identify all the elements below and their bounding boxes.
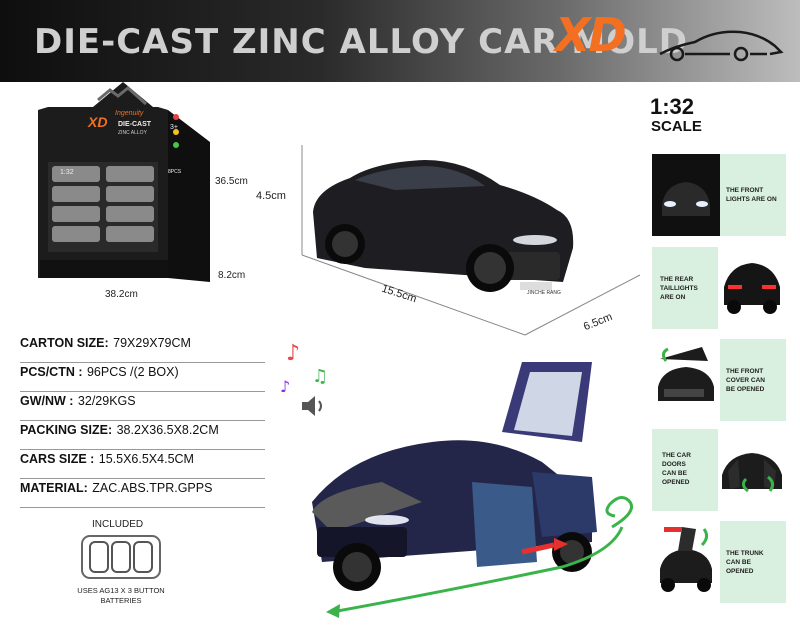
feature-text-line: OPENED [726, 568, 754, 575]
box-scale-label: 1:32 [60, 169, 74, 176]
spec-value: 15.5X6.5X4.5CM [98, 452, 194, 466]
spec-row: GW/NW : 32/29KGS [20, 392, 265, 421]
feature-text: THE FRONT COVER CAN BE OPENED [726, 367, 784, 394]
box-dim-width: 38.2cm [105, 289, 138, 300]
feature-text: THE CAR DOORS CAN BE OPENED [662, 451, 720, 487]
spec-value: ZAC.ABS.TPR.GPPS [92, 481, 213, 495]
feature-text-line: THE TRUNK [726, 550, 764, 557]
feature-text-line: DOORS [662, 461, 686, 468]
feature-panel-rear-taillights: THE REAR TAILLIGHTS ARE ON [652, 247, 786, 329]
spec-value: 96PCS /(2 BOX) [86, 365, 179, 379]
feature-text-line: CAN BE [662, 470, 687, 477]
spec-row: CARS SIZE : 15.5X6.5X4.5CM [20, 450, 265, 479]
feature-text-line: THE REAR [660, 276, 694, 283]
feature-photo [652, 339, 720, 421]
feature-text-line: THE FRONT [726, 368, 764, 375]
box-logo-line1: DIE-CAST [118, 121, 152, 128]
box-age-badge: 3+ [170, 124, 178, 131]
svg-text:♪: ♪ [286, 341, 300, 366]
battery-note-line2: BATTERIES [100, 596, 142, 605]
feature-text-line: OPENED [662, 479, 690, 486]
sound-icon [302, 396, 322, 416]
battery-note-line1: USES AG13 X 3 BUTTON [77, 586, 165, 595]
box-dim-depth: 8.2cm [218, 270, 246, 281]
spec-label: PCS/CTN : [20, 365, 83, 379]
car-plate-text: JINCHE RANG [527, 290, 561, 296]
display-box-illustration [38, 82, 210, 282]
box-brand-logo: XD [88, 114, 108, 130]
feature-text-line: THE FRONT [726, 187, 764, 194]
feature-photo [652, 154, 720, 236]
feature-text-line: THE CAR [662, 452, 691, 459]
box-logo-line2: ZINC ALLOY [118, 130, 147, 136]
svg-text:♫: ♫ [312, 366, 328, 387]
feature-photo [718, 429, 786, 511]
box-tagline: Ingenuity [115, 110, 144, 117]
spec-row: PACKING SIZE: 38.2X36.5X8.2CM [20, 421, 265, 450]
spec-value: 79X29X79CM [113, 336, 191, 350]
feature-text-line: ARE ON [660, 294, 686, 301]
feature-panel-trunk: THE TRUNK CAN BE OPENED [652, 521, 786, 603]
feature-panel-front-lights: THE FRONT LIGHTS ARE ON [652, 154, 786, 236]
feature-text-line: BE OPENED [726, 386, 765, 393]
spec-value: 32/29KGS [77, 394, 136, 408]
spec-label: CARTON SIZE: [20, 336, 109, 350]
feature-panel-front-cover: THE FRONT COVER CAN BE OPENED [652, 339, 786, 421]
feature-text-line: COVER CAN [726, 377, 766, 384]
spec-row: CARTON SIZE: 79X29X79CM [20, 334, 265, 363]
scale-ratio: 1:32 [650, 94, 695, 119]
car-dimension-diagram [301, 145, 641, 336]
feature-photo [652, 521, 720, 603]
feature-panel-car-doors: THE CAR DOORS CAN BE OPENED [652, 429, 786, 511]
battery-note: USES AG13 X 3 BUTTON BATTERIES [71, 586, 171, 606]
feature-text-line: LIGHTS ARE ON [726, 196, 777, 203]
spec-row: MATERIAL: ZAC.ABS.TPR.GPPS [20, 479, 265, 508]
music-note-icon: ♪ ♪ ♫ [280, 341, 328, 396]
battery-included-label: INCLUDED [92, 519, 144, 530]
spec-label: PACKING SIZE: [20, 423, 113, 437]
feature-photo [718, 247, 786, 329]
spec-label: CARS SIZE : [20, 452, 95, 466]
spec-value: 38.2X36.5X8.2CM [116, 423, 219, 437]
spec-label: MATERIAL: [20, 481, 88, 495]
spec-row: PCS/CTN : 96PCS /(2 BOX) [20, 363, 265, 392]
feature-text-line: TAILLIGHTS [660, 285, 698, 292]
car-dim-height: 4.5cm [256, 190, 286, 202]
car-outline-icon [659, 30, 784, 62]
feature-text: THE REAR TAILLIGHTS ARE ON [660, 275, 718, 302]
brand-logo: XD [555, 8, 627, 62]
feature-text: THE FRONT LIGHTS ARE ON [726, 186, 784, 204]
page-title: DIE-CAST ZINC ALLOY CAR MOLD [34, 22, 689, 62]
header-banner [0, 0, 800, 82]
battery-icon [81, 535, 161, 579]
opened-car-illustration [312, 362, 633, 618]
svg-text:♪: ♪ [280, 377, 290, 396]
feature-text: THE TRUNK CAN BE OPENED [726, 549, 784, 576]
feature-text-line: CAN BE [726, 559, 751, 566]
box-pcs-label: 8PCS [168, 169, 182, 175]
scale-word: SCALE [651, 118, 702, 135]
box-dim-height: 36.5cm [215, 176, 248, 187]
spec-label: GW/NW : [20, 394, 74, 408]
